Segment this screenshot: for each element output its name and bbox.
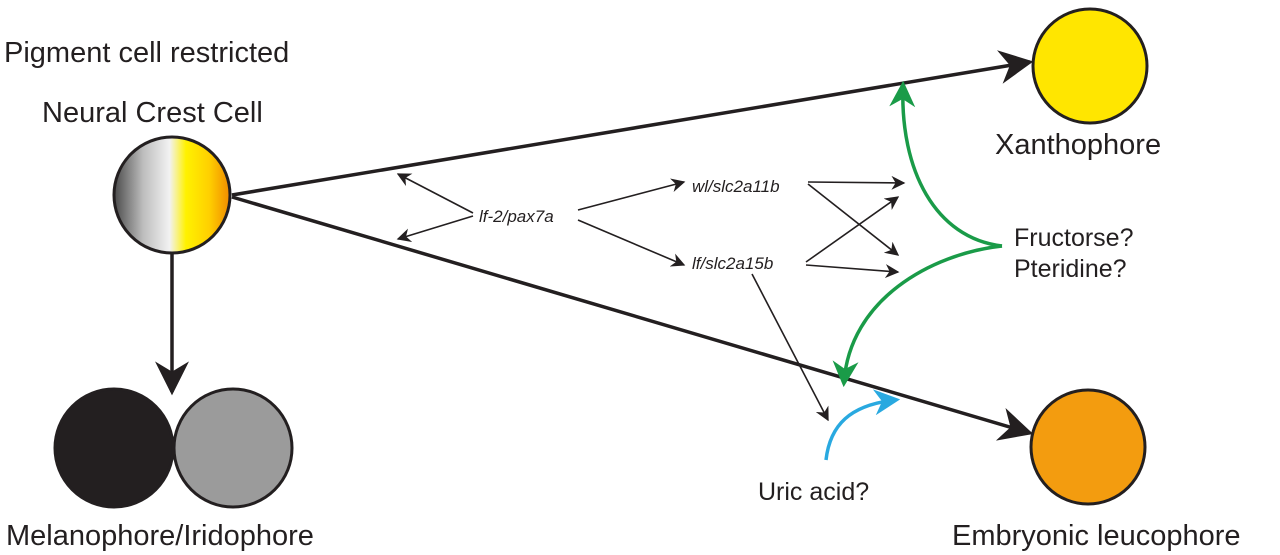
arrow-pax7a-to-lf — [577, 219, 686, 267]
leucophore-label: Embryonic leucophore — [952, 520, 1241, 552]
neural-crest-cell — [112, 135, 232, 255]
gene-lf2-pax7a: lf-2/pax7a — [479, 207, 554, 226]
arrow-lf-to-leucophore — [805, 264, 900, 279]
arrow-wl-to-xanthophore — [807, 175, 906, 190]
title-line1: Pigment cell restricted — [4, 37, 289, 69]
title-line2: Neural Crest Cell — [42, 97, 263, 129]
uric-acid-label: Uric acid? — [758, 478, 869, 506]
melanophore-cell — [53, 387, 175, 509]
arrow-to-leucophore — [231, 195, 1034, 441]
iridophore-cell — [172, 387, 294, 509]
gene-wl-slc2a11b: wl/slc2a11b — [692, 177, 780, 196]
melanophore-iridophore-label: Melanophore/Iridophore — [6, 520, 314, 552]
xanthophore-label: Xanthophore — [995, 129, 1161, 161]
xanthophore-cell — [1031, 7, 1149, 125]
green-arrow-to-xanthophore — [889, 80, 1003, 248]
blue-arrow-uric-acid — [824, 389, 901, 461]
leucophore-cell — [1029, 388, 1147, 506]
gene-lf-slc2a15b: lf/slc2a15b — [692, 254, 773, 273]
green-arrow-to-leucophore — [832, 244, 1003, 388]
arrow-pax7a-down — [396, 215, 474, 242]
fructose-label: Fructorse? — [1014, 224, 1133, 252]
arrow-lf-to-xanthophore — [805, 196, 900, 263]
arrow-wl-to-leucophore — [807, 183, 900, 256]
arrow-lf-to-leucophore-path — [751, 273, 829, 422]
pteridine-label: Pteridine? — [1014, 255, 1127, 283]
arrow-pax7a-up — [396, 173, 474, 214]
arrow-pax7a-to-wl — [577, 178, 686, 211]
arrow-to-xanthophore — [231, 50, 1034, 197]
